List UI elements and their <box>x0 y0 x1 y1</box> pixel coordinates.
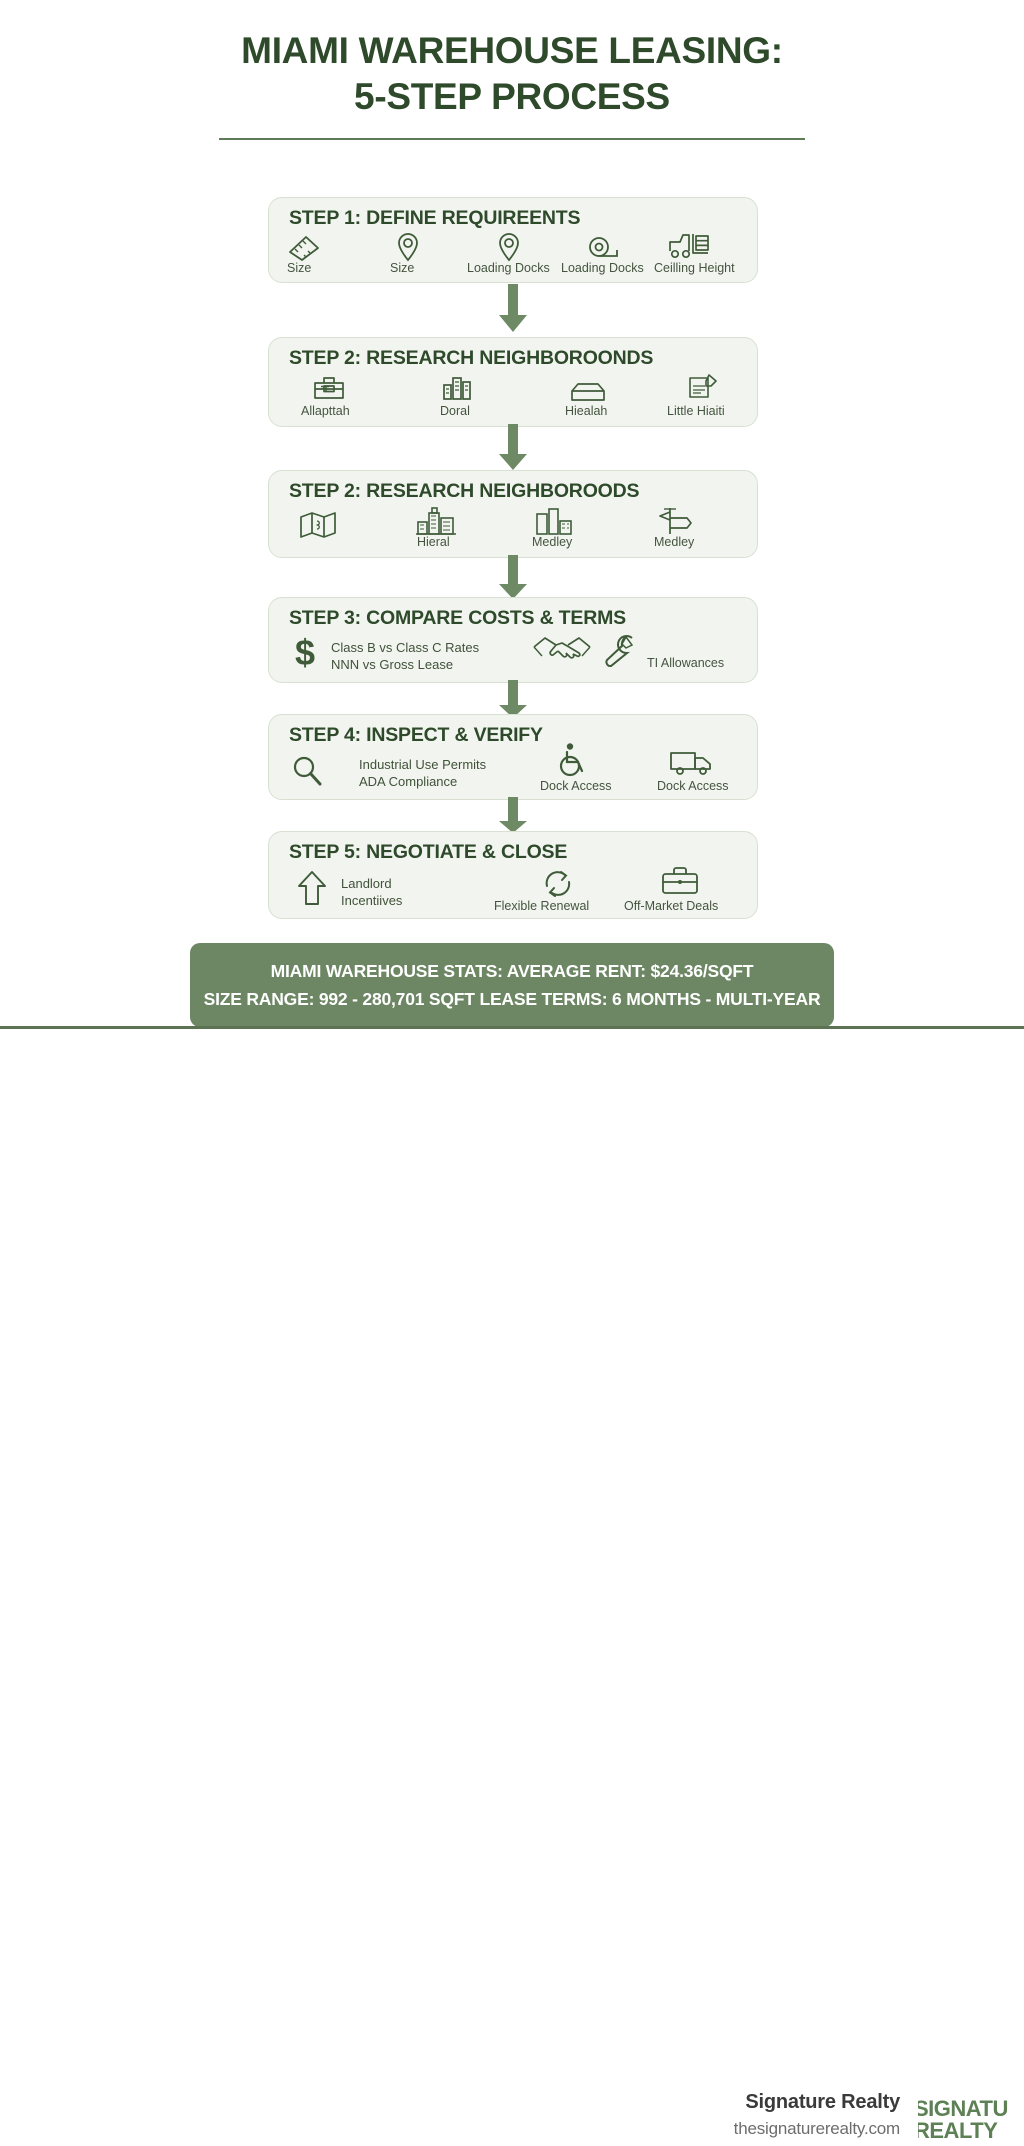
connector-arrow-1 <box>496 284 530 334</box>
truck-icon <box>669 749 713 777</box>
step-card-4[interactable]: STEP 3: COMPARE COSTS & TERMS $ Class B … <box>268 597 758 683</box>
step-6-item-1-line2: Incentiives <box>341 893 403 908</box>
step-5-heading: STEP 4: INSPECT & VERIFY <box>289 724 543 746</box>
connector-arrow-2 <box>496 424 530 472</box>
step-card-6[interactable]: STEP 5: NEGOTIATE & CLOSE Landlord Incen… <box>268 831 758 919</box>
buildings-icon <box>534 506 574 536</box>
folded-map-icon <box>299 511 337 539</box>
step-2-item-1-label: Allapttah <box>301 404 350 418</box>
svg-text:$: $ <box>295 634 315 672</box>
brand-logo: SIGNATU REALTY <box>918 2096 1024 2146</box>
step-2-item-3-label: Hiealah <box>565 404 608 418</box>
map-pin-icon <box>497 232 521 262</box>
stats-banner: MIAMI WAREHOUSE STATS: AVERAGE RENT: $24… <box>190 943 834 1027</box>
container-box-icon <box>570 380 606 402</box>
footer-bar: Signature Realty thesignaturerealty.com … <box>0 1029 1024 2143</box>
forklift-icon <box>667 231 711 261</box>
ruler-icon <box>287 234 321 262</box>
refresh-cycle-icon <box>541 868 575 900</box>
connector-arrow-3 <box>496 555 530 601</box>
step-5-item-1-line1: Industrial Use Permits <box>359 757 487 772</box>
step-1-item-3-label: Loading Docks <box>467 261 550 275</box>
title-line-2: 5-STEP PROCESS <box>354 76 670 117</box>
step-2-item-4-label: Little Hiaiti <box>667 404 725 418</box>
toolbox-icon <box>313 375 345 401</box>
step-4-item-1-line2: NNN vs Gross Lease <box>331 657 454 672</box>
step-5-item-1-line2: ADA Compliance <box>359 774 458 789</box>
step-1-item-1-label: Size <box>287 261 312 275</box>
step-1-item-2-label: Size <box>390 261 415 275</box>
stats-line-2: SIZE RANGE: 992 - 280,701 SQFT LEASE TER… <box>203 989 821 1009</box>
step-1-heading: STEP 1: DEFINE REQUIREENTS <box>289 207 581 229</box>
connector-arrow-5 <box>496 797 530 835</box>
title-divider-rule <box>219 138 805 140</box>
step-6-item-2-label: Flexible Renewal <box>494 899 590 913</box>
connector-arrow-4 <box>496 680 530 720</box>
step-3-item-2-label: Hieral <box>417 535 450 549</box>
step-5-item-3-label: Dock Access <box>657 779 729 793</box>
dollar-sign-icon: $ <box>291 634 319 672</box>
step-2-item-2-label: Doral <box>440 404 470 418</box>
step-4-item-1-line1: Class B vs Class C Rates <box>331 640 480 655</box>
step-2-heading: STEP 2: RESEARCH NEIGHBOROONDS <box>289 347 654 369</box>
step-4-heading: STEP 3: COMPARE COSTS & TERMS <box>289 607 626 629</box>
infographic-canvas: MIAMI WAREHOUSE LEASING: 5-STEP PROCESS … <box>0 28 1024 2143</box>
up-arrow-icon <box>297 870 327 906</box>
step-1-item-4-label: Loading Docks <box>561 261 644 275</box>
footer-divider <box>0 1026 1024 1029</box>
logo-line-2: REALTY <box>918 2118 998 2143</box>
handshake-icon <box>532 632 592 670</box>
page-title: MIAMI WAREHOUSE LEASING: 5-STEP PROCESS <box>0 28 1024 120</box>
step-card-5[interactable]: STEP 4: INSPECT & VERIFY Industrial Use … <box>268 714 758 800</box>
step-card-2[interactable]: STEP 2: RESEARCH NEIGHBOROONDS Allapttah <box>268 337 758 427</box>
city-skyline-icon <box>415 506 457 536</box>
brand-url[interactable]: thesignaturerealty.com <box>733 2119 901 2138</box>
signpost-icon <box>657 506 695 536</box>
tape-measure-icon <box>587 236 623 262</box>
map-pin-icon <box>396 232 420 262</box>
step-3-item-3-label: Medley <box>532 535 573 549</box>
step-card-3[interactable]: STEP 2: RESEARCH NEIGHBOROODS <box>268 470 758 558</box>
step-4-item-3-label: TI Allowances <box>647 656 725 670</box>
document-pen-icon <box>687 373 719 401</box>
step-3-heading: STEP 2: RESEARCH NEIGHBOROODS <box>289 480 640 502</box>
brand-name: Signature Realty <box>745 2091 900 2113</box>
step-1-item-5-label: Ceilling Height <box>654 261 735 275</box>
step-5-item-2-label: Dock Access <box>540 779 612 793</box>
magnifier-icon <box>291 755 323 787</box>
wrench-icon <box>602 634 638 670</box>
step-3-item-4-label: Medley <box>654 535 695 549</box>
briefcase-icon <box>661 866 699 896</box>
buildings-bars-icon <box>442 375 476 401</box>
wheelchair-icon <box>557 743 589 777</box>
stats-line-1: MIAMI WAREHOUSE STATS: AVERAGE RENT: $24… <box>270 961 754 981</box>
title-line-1: MIAMI WAREHOUSE LEASING: <box>241 30 783 71</box>
step-card-1[interactable]: STEP 1: DEFINE REQUIREENTS Size Size <box>268 197 758 283</box>
step-6-item-1-line1: Landlord <box>341 876 392 891</box>
step-6-item-3-label: Off-Market Deals <box>624 899 719 913</box>
step-6-heading: STEP 5: NEGOTIATE & CLOSE <box>289 841 568 863</box>
